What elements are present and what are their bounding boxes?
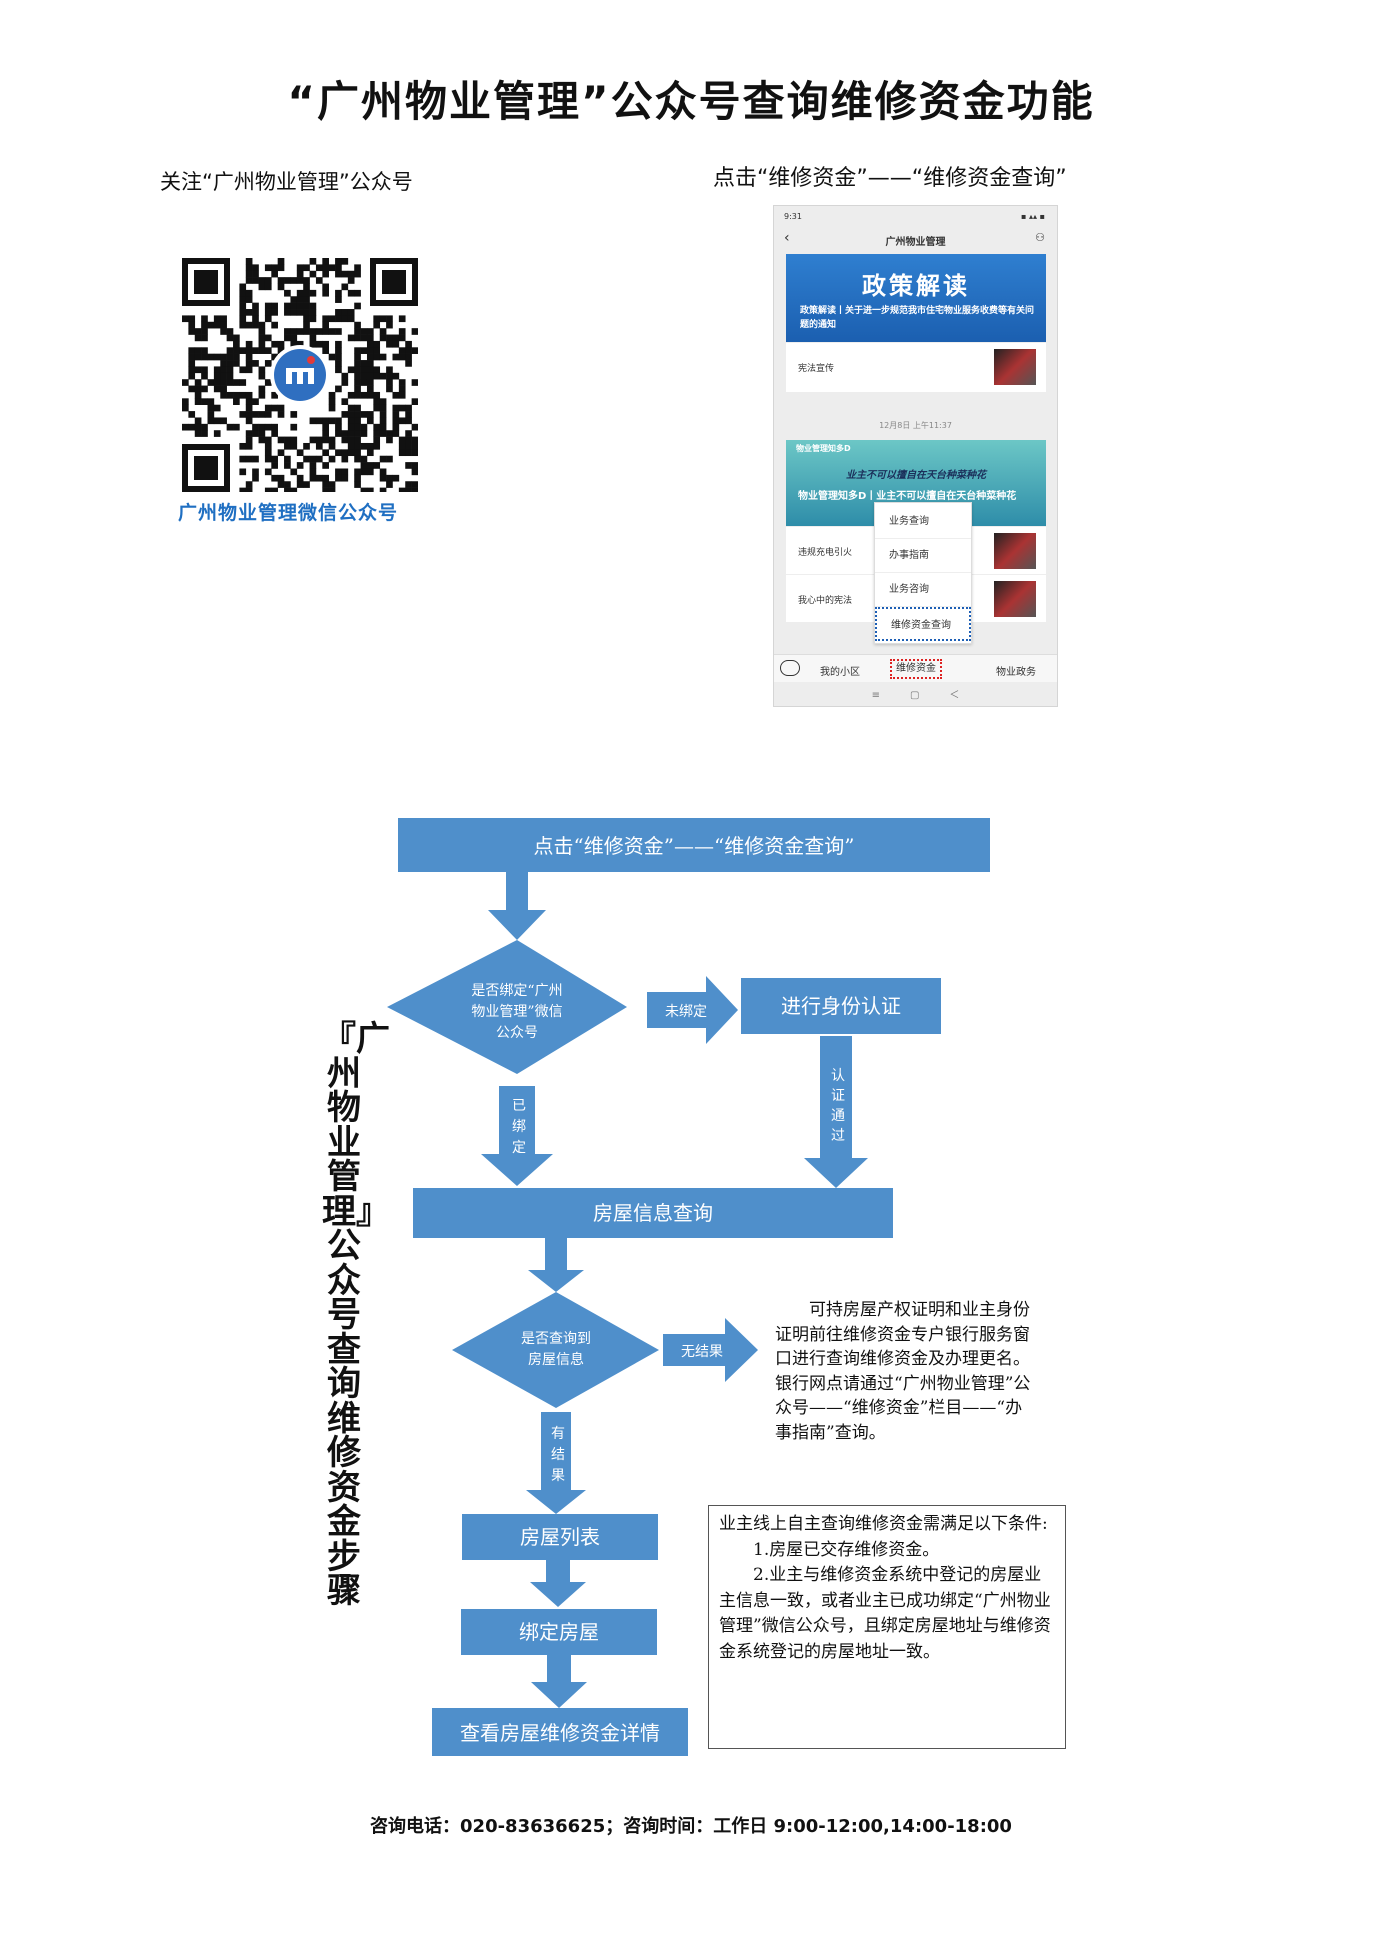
tab-my-community[interactable]: 我的小区 — [820, 667, 860, 678]
identity-verify-box — [741, 978, 941, 1034]
user-icon[interactable]: ⚇ — [1035, 231, 1045, 244]
tab-maintenance-fund[interactable]: 维修资金 — [890, 659, 942, 679]
arrow-down — [528, 1238, 584, 1292]
phone-screenshot: 9:31 ▪ ▴▴ ▪ ‹ 广州物业管理 ⚇ 政策解读 政策解读丨关于进一步规范… — [773, 205, 1058, 707]
no-result-label: 无结果 — [681, 1344, 723, 1360]
knowledge-banner-slogan: 业主不可以擅自在天台种菜种花 — [846, 470, 986, 481]
bound-label-3: 定 — [512, 1140, 526, 1156]
click-instruction-label: 点击“维修资金”——“维修资金查询” — [713, 166, 1067, 191]
arrow-down-bound — [481, 1086, 553, 1186]
verified-label-2: 证 — [831, 1088, 845, 1104]
policy-banner[interactable]: 政策解读 政策解读丨关于进一步规范我市住宅物业服务收费等有关问题的通知 — [786, 254, 1046, 342]
arrow-down — [530, 1560, 586, 1607]
page-title: “广州物业管理”公众号查询维修资金功能 — [287, 77, 1095, 126]
conditions-intro: 业主线上自主查询维修资金需满足以下条件: — [719, 1514, 1048, 1534]
conditions-note-box: 业主线上自主查询维修资金需满足以下条件: 1.房屋已交存维修资金。 2.业主与维… — [708, 1505, 1066, 1749]
qr-code-image — [182, 258, 418, 492]
arrow-right-no-result — [663, 1318, 758, 1382]
arrow-down — [531, 1655, 587, 1708]
has-result-label-1: 有 — [551, 1426, 565, 1442]
qr-finder-marks — [182, 258, 418, 492]
bound-label-2: 绑 — [512, 1119, 526, 1135]
house-list-box — [462, 1514, 658, 1560]
article-card-2[interactable]: 物业管理知多D 业主不可以擅自在天台种菜种花 物业管理知多D丨业主不可以擅自在天… — [786, 440, 1046, 622]
has-result-label-2: 结 — [551, 1447, 565, 1463]
bind-house-text: 绑定房屋 — [519, 1620, 599, 1644]
phone-status-time: 9:31 — [784, 212, 802, 221]
step-start-box — [398, 818, 990, 872]
article-title: 违规充电引火 — [798, 548, 853, 558]
keyboard-icon[interactable] — [780, 660, 800, 676]
knowledge-banner-tag: 物业管理知多D — [796, 444, 851, 453]
article-thumbnail — [994, 581, 1036, 617]
contact-footer: 咨询电话：020-83636625；咨询时间：工作日 9:00-12:00,14… — [370, 1816, 1012, 1837]
phone-account-title: 广州物业管理 — [885, 237, 946, 248]
article-thumbnail — [994, 349, 1036, 385]
step-start-text: 点击“维修资金”——“维修资金查询” — [534, 834, 855, 858]
follow-label: 关注“广州物业管理”公众号 — [160, 170, 413, 194]
decision-found-diamond — [452, 1292, 659, 1408]
arrow-down — [488, 872, 546, 940]
message-date: 12月8日 上午11:37 — [879, 421, 952, 430]
decision-bound-text-2: 物业管理”微信 — [471, 1004, 562, 1020]
phone-status-icons: ▪ ▴▴ ▪ — [1021, 212, 1045, 221]
menu-item-business-query[interactable]: 业务查询 — [875, 505, 971, 539]
article-row[interactable]: 宪法宣传 — [786, 342, 1046, 390]
arrow-right-unbound — [647, 976, 738, 1044]
condition-2: 2.业主与维修资金系统中登记的房屋业主信息一致，或者业主已成功绑定“广州物业管理… — [719, 1565, 1051, 1662]
android-nav-bar: ≡ ▢ ＜ — [871, 690, 960, 701]
bind-house-box — [461, 1609, 657, 1655]
decision-found-text-2: 房屋信息 — [528, 1351, 584, 1368]
article-title: 我心中的宪法 — [798, 596, 853, 606]
decision-found-text-1: 是否查询到 — [521, 1331, 591, 1347]
identity-verify-text: 进行身份认证 — [781, 994, 901, 1018]
tab-property-affairs[interactable]: 物业政务 — [996, 667, 1036, 678]
article-title: 宪法宣传 — [798, 364, 835, 374]
qr-modules — [182, 258, 418, 492]
qr-caption: 广州物业管理微信公众号 — [178, 502, 399, 524]
decision-bound-text-1: 是否绑定“广州 — [471, 983, 562, 999]
verified-label-3: 通 — [831, 1108, 845, 1124]
verified-label-1: 认 — [831, 1068, 845, 1084]
arrow-down-has-result — [526, 1412, 586, 1514]
menu-item-consult[interactable]: 业务咨询 — [875, 573, 971, 607]
knowledge-banner-title: 物业管理知多D丨业主不可以擅自在天台种菜种花 — [798, 491, 1017, 502]
menu-item-guide[interactable]: 办事指南 — [875, 539, 971, 573]
house-info-query-text: 房屋信息查询 — [593, 1201, 713, 1225]
house-list-text: 房屋列表 — [520, 1525, 600, 1549]
policy-banner-title: 政策解读 — [862, 272, 970, 300]
unbound-label: 未绑定 — [665, 1004, 707, 1020]
article-thumbnail — [994, 533, 1036, 569]
policy-banner-subtitle: 政策解读丨关于进一步规范我市住宅物业服务收费等有关问题的通知 — [800, 306, 1035, 330]
no-result-note: 可持房屋产权证明和业主身份证明前往维修资金专户银行服务窗口进行查询维修资金及办理… — [775, 1300, 1031, 1443]
decision-bound-text-3: 公众号 — [496, 1025, 538, 1041]
menu-item-fund-query[interactable]: 维修资金查询 — [875, 607, 971, 641]
condition-1: 1.房屋已交存维修资金。 — [753, 1539, 940, 1560]
bottom-menu-bar: 我的小区 维修资金 物业政务 — [774, 654, 1057, 682]
submenu-popup: 业务查询 办事指南 业务咨询 维修资金查询 — [874, 502, 972, 644]
vertical-title: 『广州物业管理』公众号查询维修资金步骤 — [322, 1019, 390, 1611]
fund-detail-text: 查看房屋维修资金详情 — [460, 1721, 660, 1745]
back-icon[interactable]: ‹ — [784, 230, 790, 246]
fund-detail-box — [432, 1708, 688, 1756]
house-info-query-box — [413, 1188, 893, 1238]
decision-bound-diamond — [387, 940, 627, 1074]
has-result-label-3: 果 — [551, 1468, 565, 1484]
article-card-1[interactable]: 政策解读 政策解读丨关于进一步规范我市住宅物业服务收费等有关问题的通知 宪法宣传 — [786, 254, 1046, 392]
verified-label-4: 过 — [831, 1128, 845, 1144]
bound-label-1: 已 — [512, 1098, 526, 1114]
arrow-down-verified — [804, 1036, 868, 1188]
